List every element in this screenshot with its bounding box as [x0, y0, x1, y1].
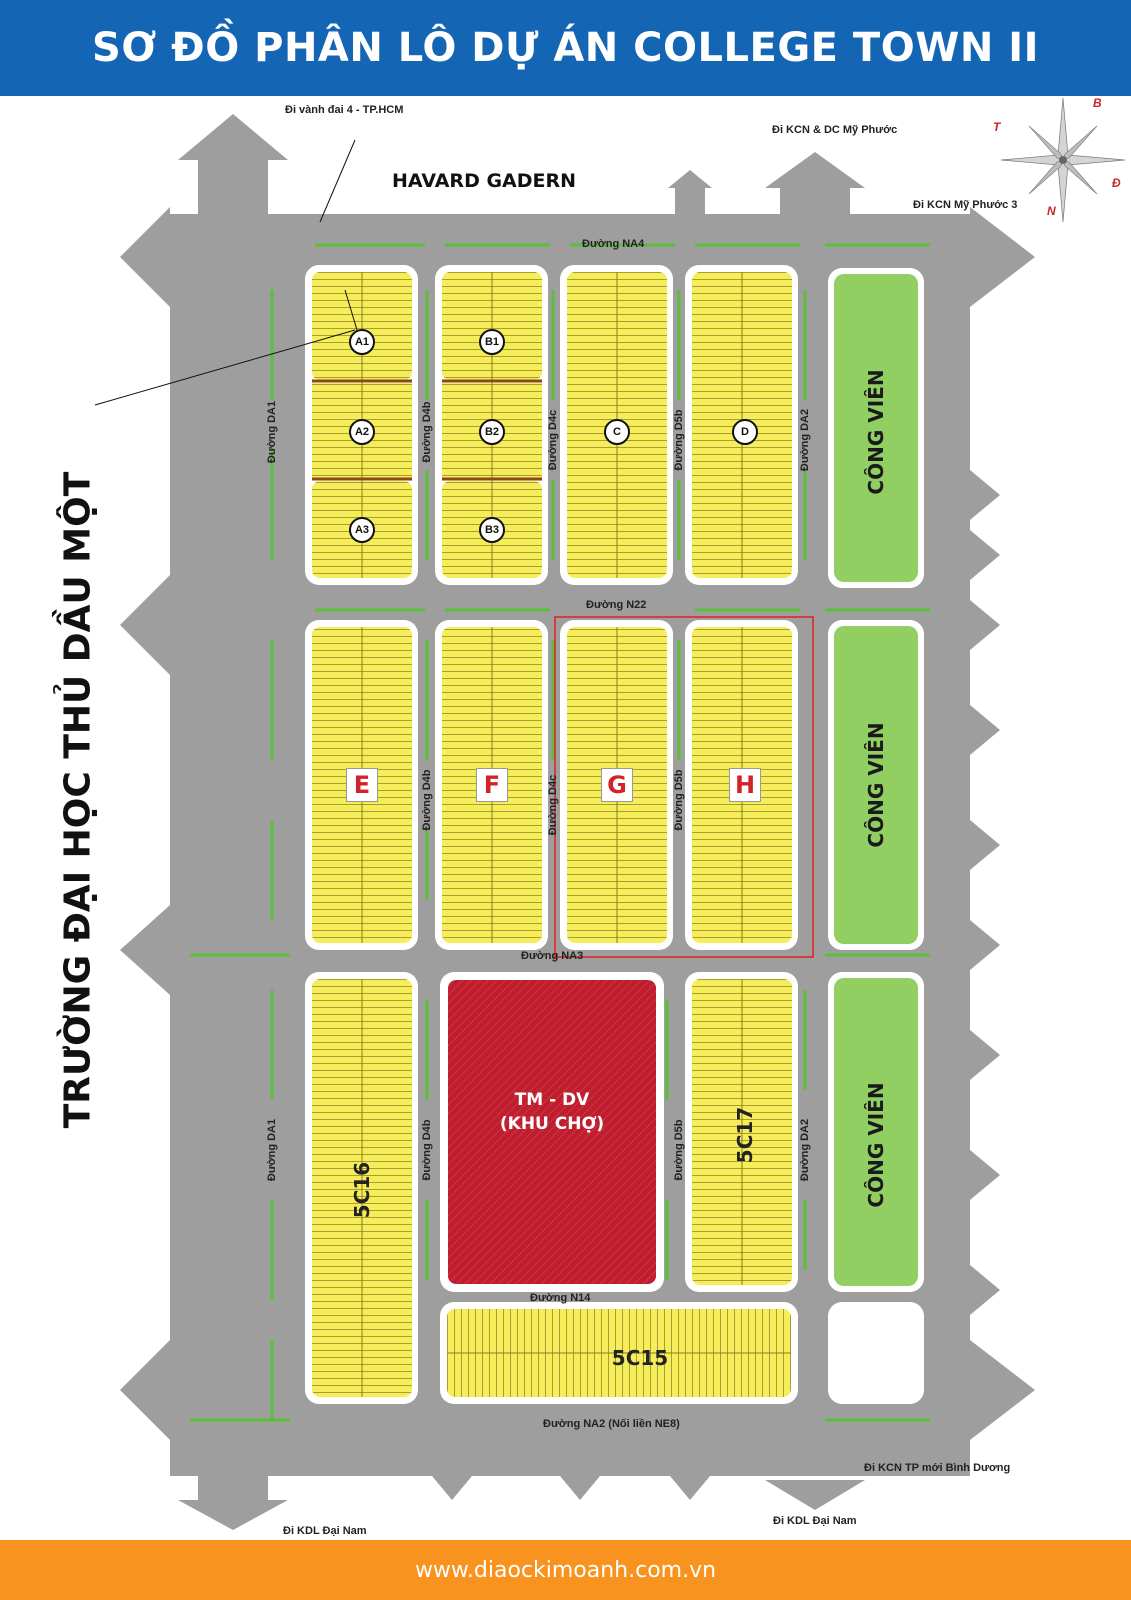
block-label-b2: B2 — [479, 419, 505, 445]
compass-letter-d: Đ — [1112, 176, 1121, 190]
road-label-na2: Đường NA2 (Nối liền NE8) — [543, 1418, 680, 1430]
compass-letter-b: B — [1093, 96, 1102, 110]
road-label-d4b-mid: Đường D4b — [421, 769, 433, 831]
block-separators — [312, 379, 542, 481]
market-label-line2: (KHU CHỢ) — [499, 1114, 605, 1134]
road-label-da2-top: Đường DA2 — [799, 408, 811, 472]
block-label-h: H — [729, 768, 761, 802]
direction-right-top: Đi KCN Mỹ Phước 3 — [913, 199, 1018, 211]
compass-rose-icon — [1000, 97, 1126, 223]
road-label-d5b-bottom: Đường D5b — [673, 1119, 685, 1181]
block-label-a2: A2 — [349, 419, 375, 445]
lane-marks — [190, 243, 930, 1422]
highlight-box — [554, 616, 814, 958]
header-bar: SƠ ĐỒ PHÂN LÔ DỰ ÁN COLLEGE TOWN II — [0, 0, 1131, 96]
market-block[interactable] — [448, 980, 656, 1284]
footer-bar: www.diaockimoanh.com.vn — [0, 1540, 1131, 1600]
park-1 — [834, 274, 918, 582]
block-label-a1: A1 — [349, 329, 375, 355]
block-label-c: C — [604, 419, 630, 445]
direction-top-right: Đi KCN & DC Mỹ Phước — [772, 124, 898, 136]
road-label-d4c-top: Đường D4c — [547, 409, 559, 471]
havard-garden-label: HAVARD GADERN — [392, 170, 577, 192]
block-label-d: D — [732, 419, 758, 445]
direction-right-bottom: Đi KCN TP mới Bình Dương — [864, 1462, 1011, 1474]
road-label-n22: Đường N22 — [586, 599, 647, 611]
direction-top-left: Đi vành đai 4 - TP.HCM — [285, 104, 404, 116]
page-title: SƠ ĐỒ PHÂN LÔ DỰ ÁN COLLEGE TOWN II — [92, 25, 1039, 71]
market-label: TM - DV (KHU CHỢ) — [500, 1088, 604, 1136]
road-label-na3: Đường NA3 — [521, 950, 584, 962]
block-label-f: F — [476, 768, 508, 802]
block-label-e: E — [346, 768, 378, 802]
park-label-2: CÔNG VIÊN — [864, 722, 888, 848]
block-label-5c15: 5C15 — [611, 1346, 669, 1370]
compass-letter-n: N — [1047, 204, 1056, 218]
block-label-5c17: 5C17 — [733, 1106, 757, 1164]
road-label-n14: Đường N14 — [530, 1292, 591, 1304]
road-label-da1-top: Đường DA1 — [266, 400, 278, 464]
road-label-da1-bottom: Đường DA1 — [266, 1118, 278, 1182]
compass-letter-t: T — [993, 120, 1001, 134]
block-label-b1: B1 — [479, 329, 505, 355]
side-label-university: TRƯỜNG ĐẠI HỌC THỦ DẦU MỘT — [57, 471, 99, 1129]
road-label-d4b-top: Đường D4b — [421, 401, 433, 463]
website-link[interactable]: www.diaockimoanh.com.vn — [414, 1557, 717, 1583]
block-label-a3: A3 — [349, 517, 375, 543]
road-label-d4c-mid: Đường D4c — [547, 774, 559, 836]
road-label-d5b-mid: Đường D5b — [673, 769, 685, 831]
direction-bottom-left: Đi KDL Đại Nam — [283, 1525, 367, 1537]
park-label-1: CÔNG VIÊN — [864, 369, 888, 495]
road-label-na4: Đường NA4 — [582, 238, 645, 250]
site-plan-map[interactable] — [0, 96, 1131, 1540]
direction-bottom-right: Đi KDL Đại Nam — [773, 1515, 857, 1527]
park-label-3: CÔNG VIÊN — [864, 1082, 888, 1208]
road-label-d4b-bottom: Đường D4b — [421, 1119, 433, 1181]
road-label-da2-bottom: Đường DA2 — [799, 1118, 811, 1182]
park-3 — [834, 978, 918, 1286]
block-label-b3: B3 — [479, 517, 505, 543]
block-label-5c16: 5C16 — [350, 1161, 374, 1219]
parks — [834, 274, 918, 1286]
market-label-line1: TM - DV — [514, 1090, 590, 1110]
road-label-d5b-top: Đường D5b — [673, 409, 685, 471]
block-label-g: G — [601, 768, 633, 802]
park-2 — [834, 626, 918, 944]
